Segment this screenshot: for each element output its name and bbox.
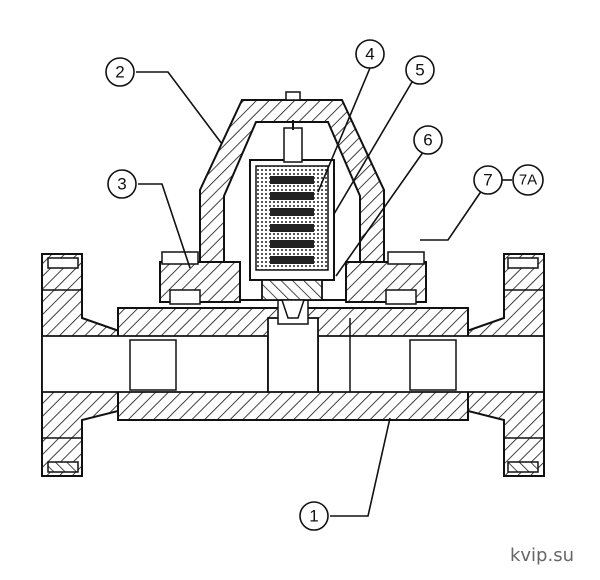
callout-6-label: 6 (423, 131, 432, 150)
callout-5-label: 5 (415, 61, 424, 80)
callout-3-label: 3 (117, 175, 126, 194)
callout-6: 6 (413, 125, 443, 155)
callout-7a: 7A (502, 164, 544, 196)
callout-2-label: 2 (115, 63, 124, 82)
callout-1: 1 (299, 501, 329, 531)
callout-2: 2 (105, 57, 135, 87)
valve-body (41, 299, 545, 421)
callout-5: 5 (405, 55, 435, 85)
callout-4-label: 4 (365, 45, 374, 64)
callout-3: 3 (107, 169, 137, 199)
cover-flange-ring (159, 251, 427, 305)
bellows-element (249, 120, 335, 319)
callout-4: 4 (355, 39, 385, 69)
watermark-text: kvip.su (509, 545, 574, 566)
callout-7: 7 (473, 165, 503, 195)
leader-lines (136, 67, 483, 517)
callout-1-label: 1 (309, 507, 318, 526)
callout-7a-label: 7A (519, 172, 537, 189)
callout-7-label: 7 (483, 171, 492, 190)
